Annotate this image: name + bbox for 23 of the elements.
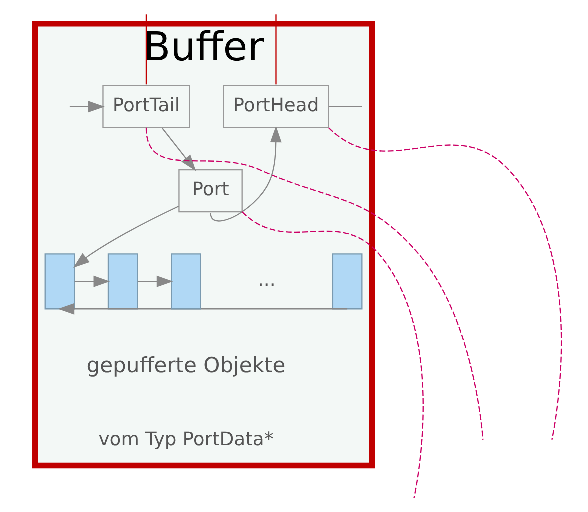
node-box <box>44 253 76 310</box>
connector <box>242 211 424 498</box>
connector <box>276 14 277 84</box>
arrow <box>73 205 180 268</box>
connector <box>146 14 148 84</box>
arrow <box>74 275 110 287</box>
node-box <box>332 253 363 310</box>
arrow <box>210 126 282 222</box>
arrow <box>162 127 196 171</box>
arrow <box>138 275 174 287</box>
node-box: PortHead <box>223 84 330 128</box>
label: vom Typ PortData* <box>98 429 274 450</box>
connector <box>146 127 484 440</box>
connector <box>328 126 562 440</box>
node-box <box>108 253 138 310</box>
node-box <box>171 253 202 310</box>
node-box: Port <box>178 168 243 212</box>
label: ... <box>258 270 276 291</box>
arrow <box>58 302 348 314</box>
label: gepufferte Objekte <box>86 352 286 378</box>
arrow <box>70 100 105 112</box>
node-box: PortTail <box>102 84 190 128</box>
connector <box>328 106 362 107</box>
